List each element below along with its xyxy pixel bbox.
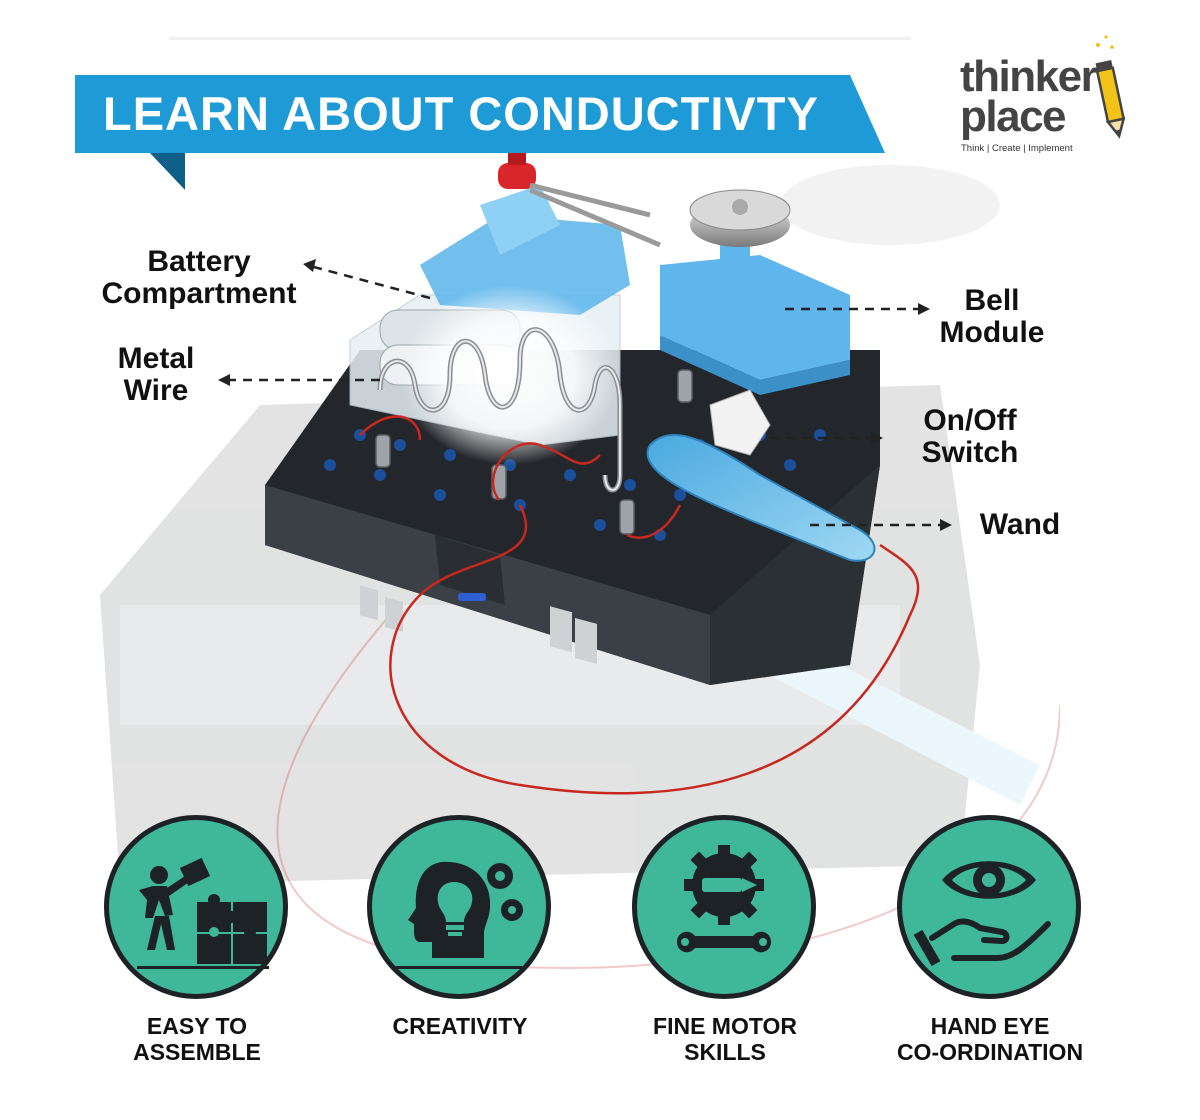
callout-battery-compartment: Battery Compartment <box>88 246 310 310</box>
puzzle-assembly-icon <box>137 857 269 969</box>
gear-pencil-wrench-icon <box>677 845 771 953</box>
callout-switch-line1: On/Off <box>923 404 1017 437</box>
feature-label-line: SKILLS <box>684 1039 766 1065</box>
feature-circle <box>367 815 551 999</box>
logo-word-place: place <box>960 92 1067 141</box>
pencil-icon <box>1095 35 1126 139</box>
feature-circle <box>104 815 288 999</box>
brand-logo: thinker place Think | Create | Implement <box>955 35 1126 160</box>
callout-metal-wire-line2: Wire <box>123 374 189 407</box>
hand-eye-icon <box>913 861 1051 967</box>
logo-word-thinker: thinker <box>960 52 1098 101</box>
callout-metal-wire-line1: Metal <box>117 342 195 375</box>
feature-label: FINE MOTOR SKILLS <box>600 1013 850 1065</box>
page-title: LEARN ABOUT CONDUCTIVTY <box>103 87 819 140</box>
feature-label: EASY TO ASSEMBLE <box>72 1013 322 1065</box>
feature-circle <box>632 815 816 999</box>
head-lightbulb-gears-icon <box>396 861 523 969</box>
feature-circle <box>897 815 1081 999</box>
callout-arrows <box>218 259 952 531</box>
callout-metal-wire: Metal Wire <box>100 343 212 407</box>
callout-battery-line1: Battery <box>147 245 251 278</box>
feature-label-line: EASY TO <box>146 1013 248 1039</box>
feature-creativity: CREATIVITY <box>365 815 570 1075</box>
feature-label-line: CO-ORDINATION <box>896 1039 1084 1065</box>
feature-label-line: ASSEMBLE <box>133 1039 261 1065</box>
feature-label-line: CREATIVITY <box>392 1013 528 1039</box>
callout-bell-line1: Bell <box>964 284 1020 317</box>
callout-battery-line2: Compartment <box>101 277 297 310</box>
callout-bell-line2: Module <box>939 316 1045 349</box>
top-divider <box>170 37 910 40</box>
feature-fine-motor-skills: FINE MOTOR SKILLS <box>630 815 835 1075</box>
circuit-kit-illustration <box>100 153 1060 969</box>
feature-label-line: HAND EYE <box>930 1013 1050 1039</box>
feature-easy-to-assemble: EASY TO ASSEMBLE <box>102 815 307 1075</box>
callout-on-off-switch: On/Off Switch <box>905 405 1035 469</box>
feature-hand-eye-coordination: HAND EYE CO-ORDINATION <box>895 815 1100 1075</box>
callout-switch-line2: Switch <box>921 436 1019 469</box>
logo-tagline: Think | Create | Implement <box>961 143 1073 154</box>
feature-label-line: FINE MOTOR <box>653 1013 797 1039</box>
title-banner <box>75 75 885 190</box>
feature-label: CREATIVITY <box>335 1013 585 1039</box>
feature-label: HAND EYE CO-ORDINATION <box>865 1013 1115 1065</box>
callout-wand: Wand <box>979 508 1061 541</box>
callout-bell-module: Bell Module <box>928 285 1056 349</box>
